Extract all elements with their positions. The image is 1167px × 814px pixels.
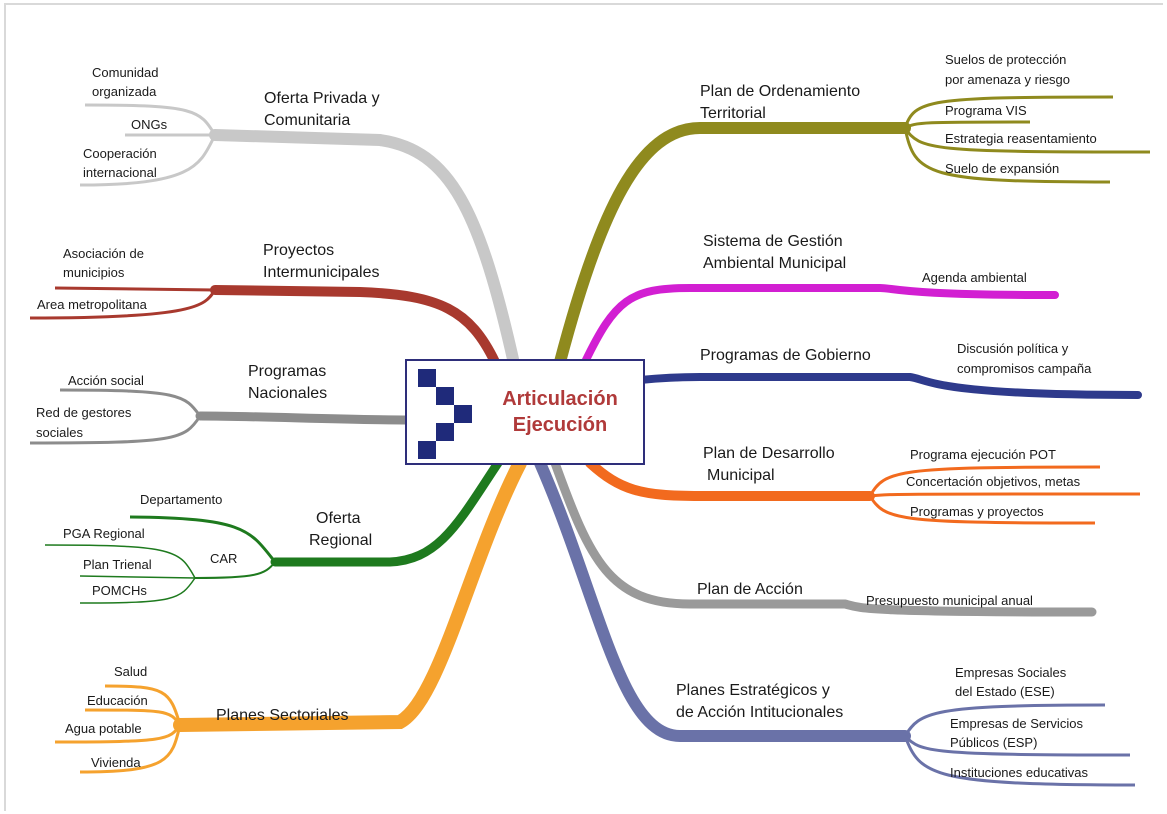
- branch-plan-accion: Plan de Acción Presupuesto municipal anu…: [550, 458, 1097, 617]
- leaf-line-esp: [903, 734, 1131, 757]
- leaf-line-asociacion: [54, 286, 216, 292]
- canvas-frame: [4, 3, 1163, 811]
- leaf-line-red-gestores: [29, 415, 202, 445]
- leaf-presupuesto-municipal: Presupuesto municipal anual: [866, 593, 1033, 608]
- leaf-line-salud: [104, 684, 182, 726]
- leaf-line-programa-ejecucion: [868, 465, 1101, 497]
- leaf-programas-proyectos: Programas y proyectos: [910, 504, 1044, 519]
- leaf-departamento: Departamento: [140, 492, 222, 507]
- leaf-line-estrategia: [903, 127, 1151, 154]
- connector-programas-nacionales: [195, 411, 415, 425]
- leaf-line-cooperacion: [79, 134, 217, 187]
- leaf-suelo-expansion: Suelo de expansión: [945, 161, 1059, 176]
- connector-planes-sectoriales: [173, 456, 527, 732]
- leaf-educacion: Educación: [87, 693, 148, 708]
- connector-gestion-ambiental: [581, 284, 1059, 366]
- leaf-line-concertacion: [869, 492, 1141, 498]
- leaf-line-instituciones: [903, 735, 1136, 787]
- leaf-agua-potable: Agua potable: [65, 721, 142, 736]
- leaf-accion-social: Acción social: [68, 373, 144, 388]
- leaf-line-suelos-proteccion: [903, 95, 1114, 129]
- leaf-programa-vis: Programa VIS: [945, 103, 1027, 118]
- central-title-line1: Articulación: [502, 388, 618, 410]
- leaf-pga-regional: PGA Regional: [63, 526, 145, 541]
- leaf-programa-ejecucion-pot: Programa ejecución POT: [910, 447, 1056, 462]
- connector-proyectos-intermunicipales: [210, 285, 500, 367]
- connector-plan-ordenamiento: [554, 122, 911, 368]
- connector-oferta-privada: [209, 129, 521, 374]
- leaf-line-comunidad: [84, 103, 217, 136]
- leaf-estrategia-reasentamiento: Estrategia reasentamiento: [945, 131, 1097, 146]
- leaf-area-metropolitana: Area metropolitana: [37, 297, 148, 312]
- leaf-pomchs: POMCHs: [92, 583, 147, 598]
- branch-planes-sectoriales: Planes Sectoriales Salud Educación Agua …: [54, 456, 527, 774]
- leaf-line-suelo-expansion: [903, 127, 1111, 184]
- leaf-line-programas-proyectos: [868, 495, 1096, 525]
- leaf-line-departamento: [129, 515, 277, 563]
- connector-oferta-regional: [270, 458, 503, 567]
- leaf-line-vivienda: [79, 724, 182, 774]
- connector-plan-desarrollo: [585, 458, 875, 501]
- leaf-salud: Salud: [114, 664, 147, 679]
- leaf-line-ese: [903, 703, 1106, 737]
- leaf-line-agua: [54, 724, 182, 744]
- branch-title-plan-accion: Plan de Acción: [697, 581, 803, 598]
- leaf-line-area-metropolitana: [29, 289, 217, 320]
- leaf-line-plan-trienal: [79, 575, 196, 579]
- branch-title-planes-sectoriales: Planes Sectoriales: [216, 707, 349, 724]
- leaf-line-car: [194, 561, 276, 579]
- leaf-line-pomchs: [79, 577, 196, 604]
- leaf-concertacion-objetivos: Concertación objetivos, metas: [906, 474, 1081, 489]
- leaf-instituciones-educativas: Instituciones educativas: [950, 765, 1089, 780]
- leaf-line-educacion: [84, 708, 182, 726]
- central-node: [405, 359, 645, 465]
- leaf-line-accion-social: [59, 388, 202, 417]
- connector-programas-gobierno: [636, 373, 1142, 399]
- leaf-line-programa-vis: [904, 120, 1031, 130]
- leaf-agenda-ambiental: Agenda ambiental: [922, 270, 1027, 285]
- branch-programas-gobierno: Programas de Gobierno Discusión política…: [636, 341, 1142, 399]
- leaf-ongs: ONGs: [131, 117, 168, 132]
- leaf-plan-trienal: Plan Trienal: [83, 557, 152, 572]
- leaf-vivienda: Vivienda: [91, 755, 141, 770]
- central-title-line2: Ejecución: [512, 414, 608, 436]
- node-car: CAR: [210, 551, 237, 566]
- connector-plan-accion: [550, 458, 1097, 617]
- connector-planes-estrategicos: [534, 457, 911, 742]
- branch-title-programas-gobierno: Programas de Gobierno: [700, 347, 871, 364]
- central-node-title: Articulación Ejecución: [470, 386, 650, 438]
- leaf-line-pga: [44, 544, 196, 579]
